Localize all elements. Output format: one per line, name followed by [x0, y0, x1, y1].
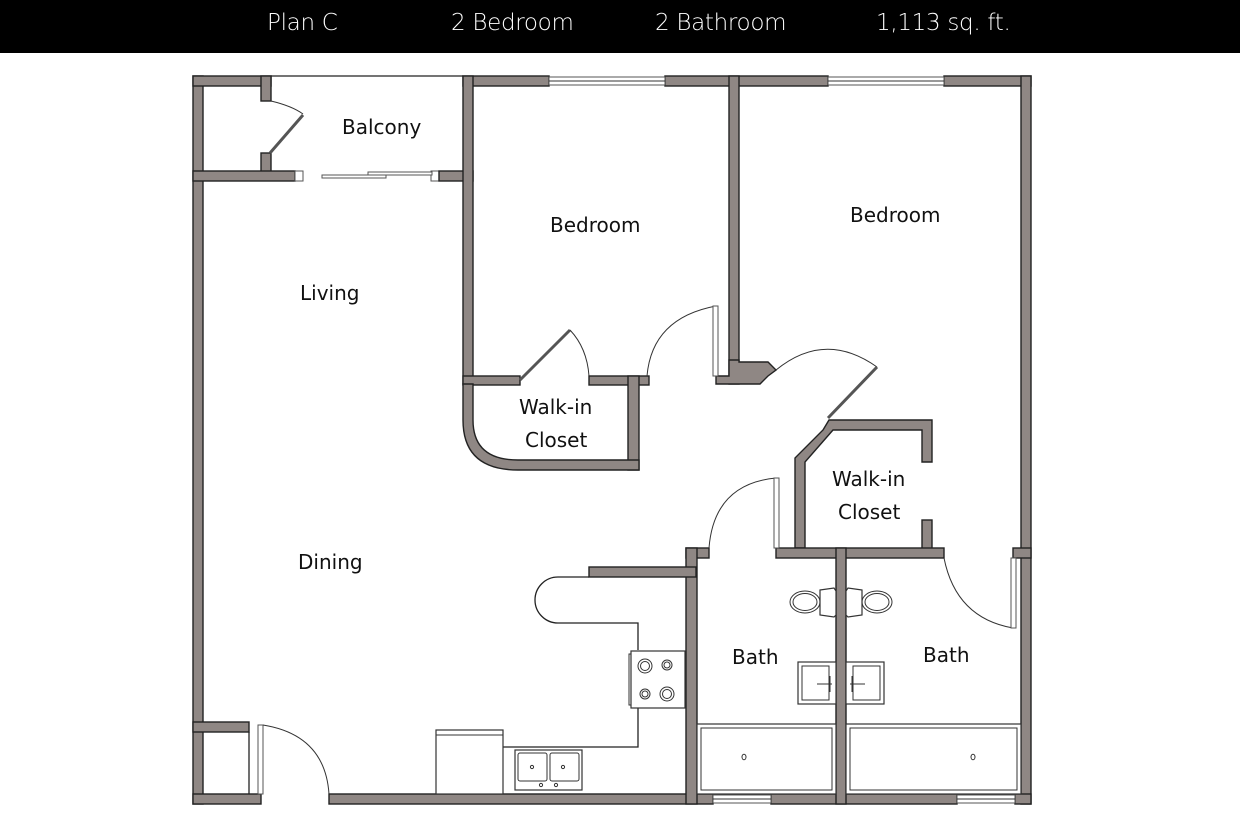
interior-walls	[192, 75, 1032, 805]
bathtub-icon	[845, 723, 1022, 795]
room-label-balcony: Balcony	[342, 115, 421, 139]
sliding-door-icon	[321, 171, 433, 179]
stove-icon	[628, 650, 686, 709]
door-swing-icon	[257, 305, 1017, 795]
room-label-living: Living	[300, 281, 359, 305]
room-label-bath-1: Bath	[732, 645, 779, 669]
toilet-icon	[789, 587, 837, 618]
bathroom-count: 2 Bathroom	[655, 10, 787, 36]
square-footage: 1,113 sq. ft.	[876, 10, 1011, 36]
kitchen-counter	[503, 576, 639, 748]
room-label-bath-2: Bath	[923, 643, 970, 667]
room-label-closet-1-line2: Closet	[525, 428, 587, 452]
vanity-sink-icon	[845, 661, 885, 705]
vanity-sink-icon	[797, 661, 837, 705]
room-label-bedroom-1: Bedroom	[550, 213, 640, 237]
door-swing-icon	[268, 100, 305, 154]
exterior-walls	[192, 75, 1032, 805]
room-label-closet-1: Walk-in	[519, 395, 592, 419]
room-label-bedroom-2: Bedroom	[850, 203, 940, 227]
kitchen-sink-icon	[514, 749, 583, 791]
toilet-icon	[845, 587, 893, 618]
room-label-closet-2-line2: Closet	[838, 500, 900, 524]
bedroom-count: 2 Bedroom	[451, 10, 574, 36]
window-icon	[548, 76, 1016, 804]
refrigerator-icon	[435, 729, 504, 795]
room-label-dining: Dining	[298, 550, 363, 574]
plan-header-bar: Plan C 2 Bedroom 2 Bathroom 1,113 sq. ft…	[0, 0, 1240, 53]
plan-name: Plan C	[267, 10, 338, 36]
floor-plan: Balcony Living Dining Bedroom Bedroom Wa…	[0, 53, 1240, 827]
room-label-closet-2: Walk-in	[832, 467, 905, 491]
bathtub-icon	[696, 723, 837, 795]
